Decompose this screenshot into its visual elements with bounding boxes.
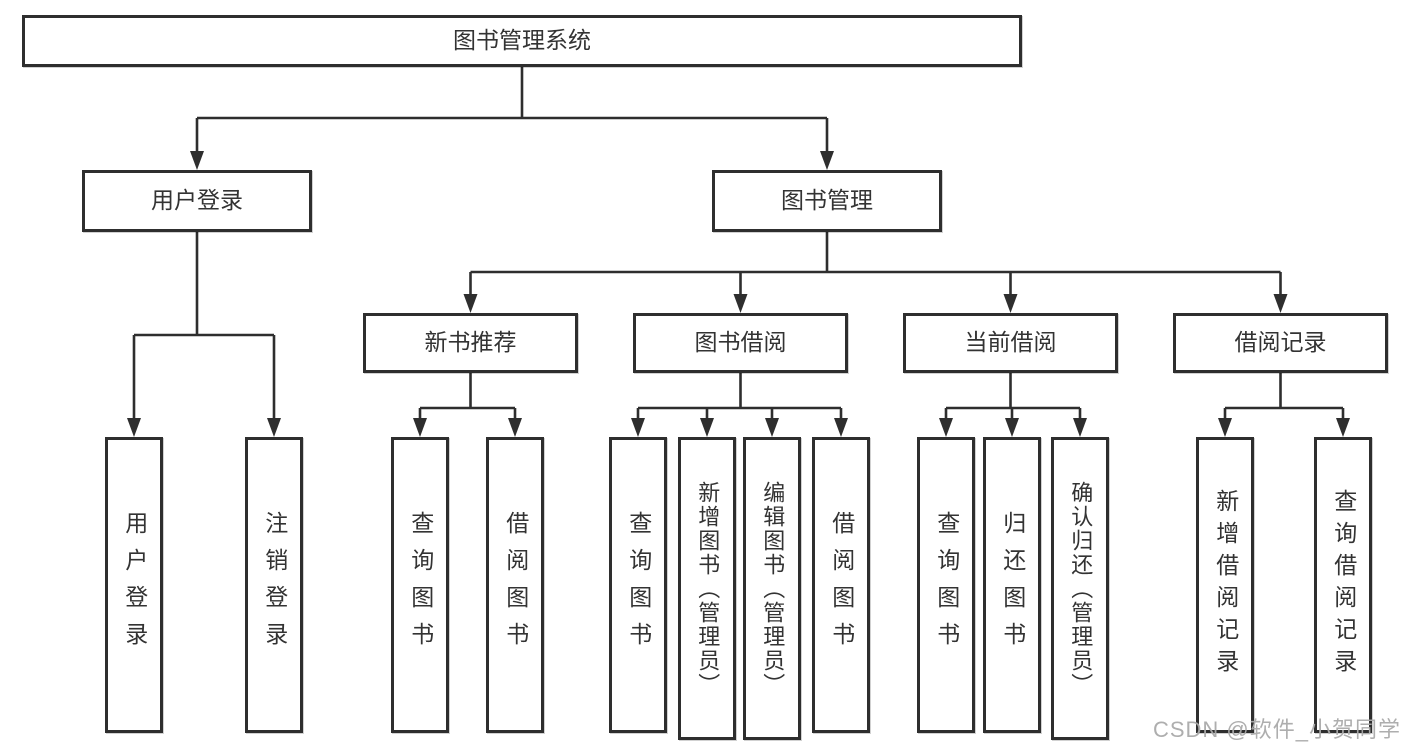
leaf-add-books-admin: 新增图书（管理员） xyxy=(678,437,736,740)
leaf-query-borrow-record: 查询借阅记录 xyxy=(1314,437,1372,733)
node-book-management-branch: 图书管理 xyxy=(712,170,942,232)
leaf-edit-books-admin-label: 编辑图书（管理员） xyxy=(760,480,786,697)
leaf-borrow-books-recommend: 借阅图书 xyxy=(486,437,544,733)
leaf-query-books-recommend: 查询图书 xyxy=(391,437,449,733)
leaf-borrow-books: 借阅图书 xyxy=(812,437,870,733)
leaf-borrow-books-label: 借阅图书 xyxy=(828,511,855,659)
leaf-user-login: 用户登录 xyxy=(105,437,163,733)
node-user-login-branch: 用户登录 xyxy=(82,170,312,232)
leaf-add-borrow-record-label: 新增借阅记录 xyxy=(1212,489,1239,681)
node-borrow-record-label: 借阅记录 xyxy=(1234,329,1327,356)
node-book-borrow: 图书借阅 xyxy=(633,313,848,373)
node-root: 图书管理系统 xyxy=(22,15,1022,67)
node-borrow-record: 借阅记录 xyxy=(1173,313,1388,373)
node-current-borrow-label: 当前借阅 xyxy=(964,329,1057,356)
csdn-watermark: CSDN @软件_小贺同学 xyxy=(1152,717,1401,742)
leaf-return-books: 归还图书 xyxy=(983,437,1041,733)
node-book-borrow-label: 图书借阅 xyxy=(694,329,787,356)
leaf-query-borrow-record-label: 查询借阅记录 xyxy=(1330,489,1357,681)
node-root-label: 图书管理系统 xyxy=(453,27,591,54)
node-user-login-branch-label: 用户登录 xyxy=(151,187,243,214)
node-new-book-recommend-label: 新书推荐 xyxy=(424,329,517,356)
node-book-management-branch-label: 图书管理 xyxy=(781,187,873,214)
leaf-add-books-admin-label: 新增图书（管理员） xyxy=(695,480,721,697)
leaf-confirm-return-admin: 确认归还（管理员） xyxy=(1051,437,1109,740)
leaf-return-books-label: 归还图书 xyxy=(999,511,1026,659)
node-current-borrow: 当前借阅 xyxy=(903,313,1118,373)
leaf-query-books-current: 查询图书 xyxy=(917,437,975,733)
leaf-confirm-return-admin-label: 确认归还（管理员） xyxy=(1068,480,1094,697)
leaf-edit-books-admin: 编辑图书（管理员） xyxy=(743,437,801,740)
leaf-borrow-books-recommend-label: 借阅图书 xyxy=(502,511,529,659)
leaf-query-books-current-label: 查询图书 xyxy=(933,511,960,659)
leaf-logout-label: 注销登录 xyxy=(261,511,288,659)
leaf-query-books-borrow-label: 查询图书 xyxy=(625,511,652,659)
leaf-query-books-borrow: 查询图书 xyxy=(609,437,667,733)
node-new-book-recommend: 新书推荐 xyxy=(363,313,578,373)
leaf-query-books-recommend-label: 查询图书 xyxy=(407,511,434,659)
leaf-logout: 注销登录 xyxy=(245,437,303,733)
leaf-user-login-label: 用户登录 xyxy=(121,511,148,659)
leaf-add-borrow-record: 新增借阅记录 xyxy=(1196,437,1254,733)
